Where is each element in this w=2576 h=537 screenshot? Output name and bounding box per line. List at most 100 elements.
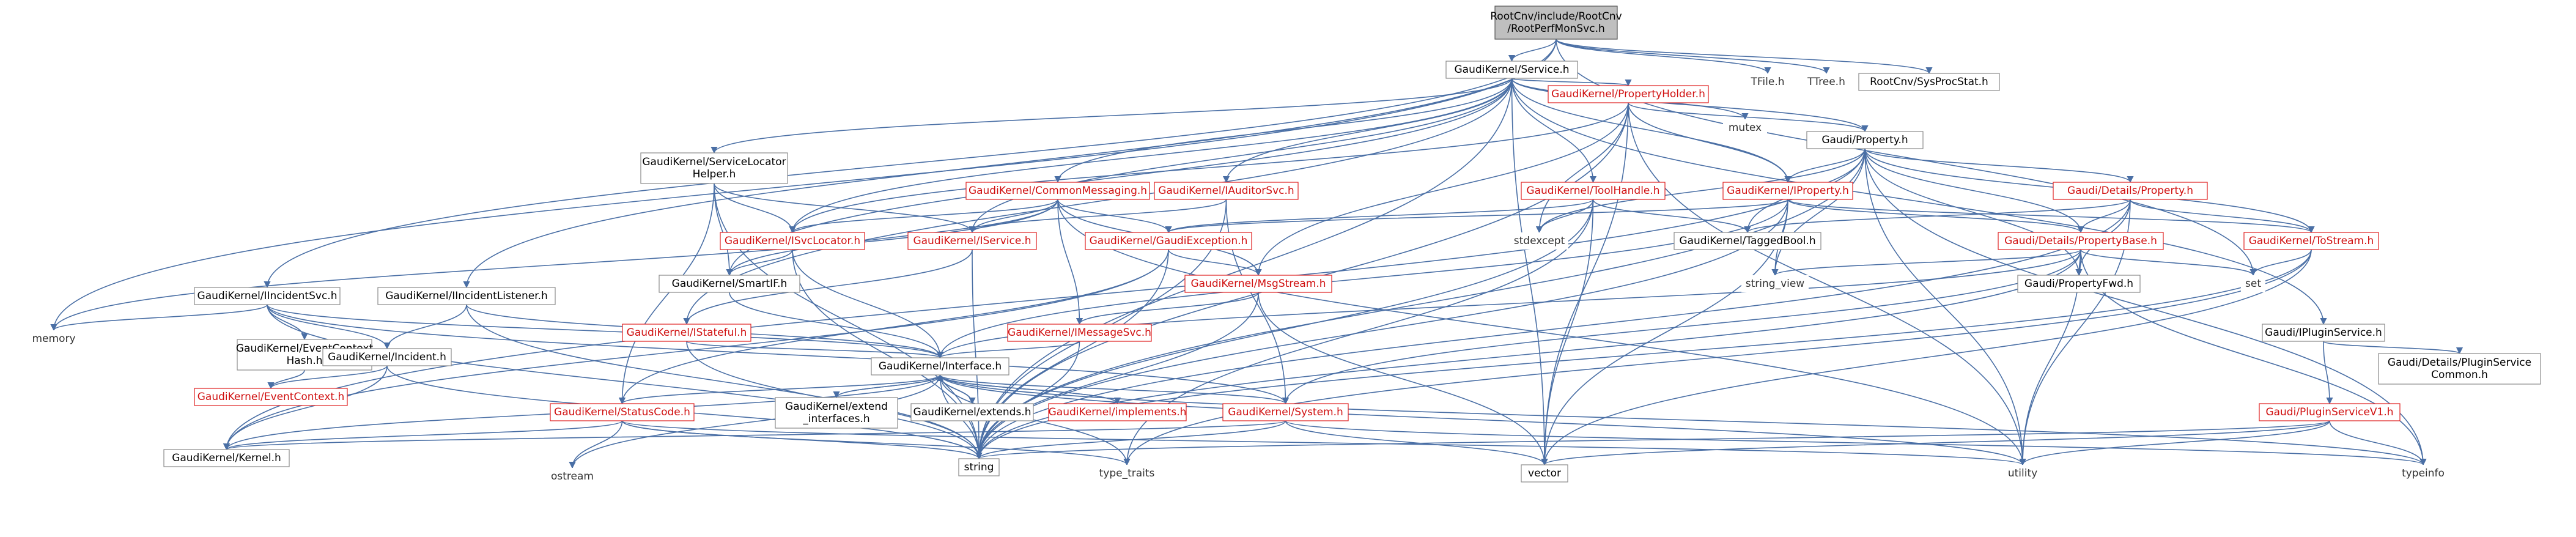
edge-toolhandle-to-taggedbool — [1592, 199, 1751, 234]
node-typeinfo[interactable]: typeinfo — [2397, 465, 2449, 482]
node-statuscode[interactable]: GaudiKernel/StatusCode.h — [550, 403, 695, 421]
node-box — [377, 287, 556, 305]
node-box — [640, 152, 788, 184]
node-service[interactable]: GaudiKernel/Service.h — [1445, 61, 1578, 79]
node-extends[interactable]: GaudiKernel/extends.h — [910, 403, 1034, 421]
node-stringview[interactable]: string_view — [1741, 275, 1809, 292]
node-label: stdexcept — [1514, 235, 1565, 247]
node-box — [2259, 403, 2401, 421]
node-ostream[interactable]: ostream — [550, 468, 594, 485]
node-ipluginservice[interactable]: Gaudi/IPluginService.h — [2262, 324, 2385, 342]
node-label: GaudiKernel/ISvcLocator.h — [725, 235, 860, 247]
node-label: GaudiKernel/CommonMessaging.h — [969, 185, 1147, 197]
node-label: utility — [2008, 467, 2037, 480]
edge-istateful-to-interface — [686, 341, 943, 359]
node-ttree[interactable]: TTree.h — [1803, 73, 1850, 91]
node-iservice[interactable]: GaudiKernel/IService.h — [907, 232, 1037, 250]
node-extend[interactable]: GaudiKernel/extend_interfaces.h — [775, 397, 898, 429]
node-box — [1445, 61, 1578, 79]
node-box — [1521, 464, 1568, 483]
node-label: Gaudi/PluginServiceV1.h — [2265, 406, 2393, 418]
edge-svclocatorhelper-to-smartif — [714, 183, 733, 276]
node-istateful[interactable]: GaudiKernel/IStateful.h — [622, 324, 751, 342]
node-implements[interactable]: GaudiKernel/implements.h — [1048, 403, 1187, 421]
node-propholder[interactable]: GaudiKernel/PropertyHolder.h — [1548, 85, 1709, 103]
node-iincidentlistener[interactable]: GaudiKernel/IIncidentListener.h — [377, 287, 556, 305]
edge-gproperty-to-string — [975, 148, 1866, 460]
node-detailsproperty[interactable]: Gaudi/Details/Property.h — [2053, 182, 2208, 200]
node-set[interactable]: set — [2241, 275, 2265, 292]
node-memory[interactable]: memory — [32, 330, 76, 347]
node-label: _interfaces.h — [802, 413, 869, 425]
node-system[interactable]: GaudiKernel/System.h — [1222, 403, 1349, 421]
node-msgstream[interactable]: GaudiKernel/MsgStream.h — [1184, 275, 1332, 293]
node-smartif[interactable]: GaudiKernel/SmartIF.h — [659, 275, 800, 293]
node-incident[interactable]: GaudiKernel/Incident.h — [322, 348, 452, 366]
node-label: GaudiKernel/IIncidentSvc.h — [197, 290, 338, 302]
node-taggedbool[interactable]: GaudiKernel/TaggedBool.h — [1674, 232, 1821, 250]
node-isvclocator[interactable]: GaudiKernel/ISvcLocator.h — [720, 232, 865, 250]
node-tostream[interactable]: GaudiKernel/ToStream.h — [2243, 232, 2379, 250]
edge-imessagesvc-to-interface — [937, 341, 1080, 359]
node-stdexcept[interactable]: stdexcept — [1510, 232, 1568, 250]
node-label: memory — [32, 333, 75, 345]
edge-gproperty-to-propertyfwd — [1864, 148, 2083, 276]
edge-statuscode-to-kernel — [223, 420, 623, 451]
node-label: RootCnv/include/RootCnv — [1490, 10, 1622, 23]
node-box — [322, 348, 452, 366]
edge-root-to-iincidentsvc — [264, 39, 1557, 289]
node-box — [1674, 232, 1821, 250]
node-gaudiexception[interactable]: GaudiKernel/GaudiException.h — [1085, 232, 1252, 250]
edge-propholder-to-gproperty — [1628, 102, 1869, 133]
edge-msgstream-to-vector — [1258, 292, 1548, 466]
node-interface[interactable]: GaudiKernel/Interface.h — [871, 357, 1009, 376]
edge-iservice-to-istateful — [683, 249, 973, 325]
edge-tostream-to-vector — [1541, 249, 2312, 466]
node-tfile[interactable]: TFile.h — [1746, 73, 1790, 91]
edge-detailsproperty-to-tostream — [2130, 199, 2315, 234]
node-eventcontext[interactable]: GaudiKernel/EventContext.h — [194, 388, 348, 406]
node-commonmsg[interactable]: GaudiKernel/CommonMessaging.h — [965, 182, 1150, 200]
edge-root-to-tfile — [1556, 39, 1771, 75]
node-label: vector — [1528, 467, 1561, 480]
node-label: Gaudi/Details/PluginService — [2388, 357, 2531, 369]
node-string[interactable]: string — [958, 458, 1000, 476]
edge-gproperty-to-iproperty — [1784, 148, 1866, 183]
node-root[interactable]: RootCnv/include/RootCnv/RootPerfMonSvc.h — [1490, 6, 1622, 40]
node-sysproc[interactable]: RootCnv/SysProcStat.h — [1858, 73, 2000, 91]
node-gproperty[interactable]: Gaudi/Property.h — [1806, 131, 1924, 149]
node-propertybase[interactable]: Gaudi/Details/PropertyBase.h — [1998, 232, 2164, 250]
node-label: string — [964, 461, 994, 473]
node-mutex[interactable]: mutex — [1723, 119, 1767, 136]
edge-extend-to-interface — [836, 374, 944, 398]
edge-commonmsg-to-isvclocator — [789, 199, 1058, 234]
edge-propertybase-to-string — [975, 249, 2081, 460]
edge-interface-to-system — [939, 374, 1289, 405]
node-label: GaudiKernel/Service.h — [1454, 64, 1569, 76]
node-propertyfwd[interactable]: Gaudi/PropertyFwd.h — [2017, 275, 2141, 293]
node-ipluginv1[interactable]: Gaudi/PluginServiceV1.h — [2259, 403, 2401, 421]
node-typetraits[interactable]: type_traits — [1093, 465, 1161, 482]
node-vector[interactable]: vector — [1521, 464, 1568, 483]
node-toolhandle[interactable]: GaudiKernel/ToolHandle.h — [1521, 182, 1666, 200]
node-iproperty[interactable]: GaudiKernel/IProperty.h — [1722, 182, 1853, 200]
node-label: Helper.h — [693, 168, 736, 180]
node-imessagesvc[interactable]: GaudiKernel/IMessageSvc.h — [1007, 324, 1152, 342]
edge-implements-to-interface — [937, 374, 1118, 404]
node-box — [2017, 275, 2141, 293]
node-utility[interactable]: utility — [1998, 465, 2047, 482]
edge-tostream-to-set — [2249, 249, 2312, 276]
node-iauditorsvc[interactable]: GaudiKernel/IAuditorSvc.h — [1154, 182, 1299, 200]
node-box — [1154, 182, 1299, 200]
node-label: GaudiKernel/EventContext.h — [197, 391, 345, 403]
edge-svclocatorhelper-to-statuscode — [618, 183, 715, 405]
edge-gaudiexception-to-kernel — [223, 249, 1169, 451]
node-iincidentsvc[interactable]: GaudiKernel/IIncidentSvc.h — [194, 287, 341, 305]
node-label: GaudiKernel/implements.h — [1049, 406, 1187, 418]
edge-root-to-ttree — [1556, 39, 1830, 75]
edge-propholder-to-isvclocator — [789, 102, 1629, 234]
node-kernel[interactable]: GaudiKernel/Kernel.h — [163, 449, 290, 467]
